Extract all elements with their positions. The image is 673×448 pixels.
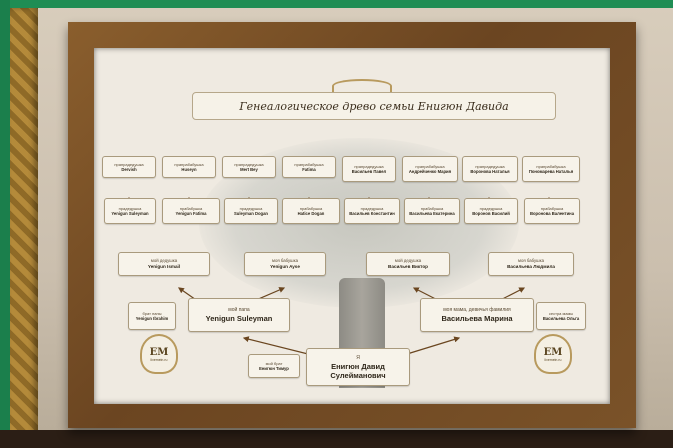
person-name: Fatima bbox=[302, 167, 316, 172]
relation-label: прапрабабушка bbox=[415, 164, 445, 169]
person-name: Андрейченко Мария bbox=[408, 169, 452, 174]
relation-label: прапрадедушка bbox=[354, 164, 384, 169]
gold-frame-edge bbox=[10, 8, 38, 448]
relation-label: мой дедушка bbox=[150, 258, 178, 263]
person-name: Васильева Екатерина bbox=[409, 211, 455, 216]
person-name: Dervish bbox=[121, 167, 137, 172]
ancestor-card: прапрадедушка Васильев Павел bbox=[342, 156, 396, 182]
mother-card: моя мама, девичья фамилия Васильева Мари… bbox=[420, 298, 534, 332]
person-name: Васильев Константин bbox=[349, 211, 395, 216]
ancestor-card: прапрадедушка Dervish bbox=[102, 156, 156, 178]
person-name: Васильев Виктор bbox=[388, 264, 428, 269]
relation-label: прапрадедушка bbox=[475, 164, 505, 169]
relation-label: прапрабабушка bbox=[536, 164, 566, 169]
person-name: Yenigun Fatima bbox=[175, 211, 207, 216]
person-name: Васильев Павел bbox=[351, 169, 387, 174]
family-tree-print: Генеалогическое древо семьи Енигюн Давид… bbox=[94, 48, 610, 404]
em-logo-emblem-right: ЕМ livemein.ru bbox=[534, 334, 572, 374]
relation-label: сестра мамы bbox=[548, 311, 574, 316]
person-name: Huseyn bbox=[181, 167, 197, 172]
page-title: Генеалогическое древо семьи Енигюн Давид… bbox=[239, 99, 509, 113]
person-name: Васильева Людмила bbox=[507, 264, 555, 269]
person-name: Yenigun Ismail bbox=[147, 264, 181, 269]
em-logo-emblem-left: ЕМ livemein.ru bbox=[140, 334, 178, 374]
title-ornament bbox=[332, 79, 392, 93]
ancestor-card: прапрабабушка Fatima bbox=[282, 156, 336, 178]
grandparent-card: моя бабушка Васильева Людмила bbox=[488, 252, 574, 276]
person-name: Suleyman Dogan bbox=[234, 211, 268, 216]
relation-label: прапрадедушка bbox=[234, 162, 264, 167]
ancestor-card: прабабушка Hatice Dogan bbox=[282, 198, 340, 224]
relation-label: моя бабушка bbox=[272, 258, 298, 263]
person-name: Mert Bey bbox=[240, 167, 258, 172]
relation-label: прадедушка bbox=[118, 206, 142, 211]
relation-label: мой брат bbox=[265, 361, 283, 366]
ancestor-card: прапрадедушка Воронова Наталья bbox=[462, 156, 518, 182]
self-card: Я Енигюн Давид Сулейманович bbox=[306, 348, 410, 386]
relation-label: моя мама, девичья фамилия bbox=[443, 307, 511, 313]
relation-label: прапрабабушка bbox=[174, 162, 204, 167]
brother-card: мой брат Енигюн Тимур bbox=[248, 354, 300, 378]
person-name: Hatice Dogan bbox=[297, 211, 325, 216]
ancestor-card: прадедушка Suleyman Dogan bbox=[224, 198, 278, 224]
shelf bbox=[0, 430, 673, 448]
person-name: Васильева Марина bbox=[441, 314, 513, 323]
person-name: Воронов Василий bbox=[472, 211, 510, 216]
uncle-card: брат папы Yenigun Ibrahim bbox=[128, 302, 176, 330]
ancestor-card: прапрадедушка Mert Bey bbox=[222, 156, 276, 178]
title-banner: Генеалогическое древо семьи Енигюн Давид… bbox=[192, 92, 556, 120]
relation-label: прабабушка bbox=[540, 206, 564, 211]
relation-label: Я bbox=[356, 354, 360, 361]
green-border-top bbox=[0, 0, 673, 8]
person-name: Енигюн Давид Сулейманович bbox=[330, 361, 386, 380]
wooden-picture-frame: Генеалогическое древо семьи Енигюн Давид… bbox=[68, 22, 636, 428]
person-name: Yenigun Ayse bbox=[270, 264, 300, 269]
ancestor-card: прапрабабушка Huseyn bbox=[162, 156, 216, 178]
person-name: Yenigun Suleyman bbox=[205, 314, 273, 323]
person-name: Пономарева Наталья bbox=[528, 169, 574, 174]
relation-label: прабабушка bbox=[299, 206, 323, 211]
ancestor-card: прадедушка Воронов Василий bbox=[464, 198, 518, 224]
father-card: мой папа Yenigun Suleyman bbox=[188, 298, 290, 332]
person-name: Енигюн Тимур bbox=[259, 366, 289, 371]
relation-label: мой дедушка bbox=[394, 258, 422, 263]
grandparent-card: моя бабушка Yenigun Ayse bbox=[244, 252, 326, 276]
person-name: Воронова Валентина bbox=[529, 211, 575, 216]
ancestor-card: прабабушка Yenigun Fatima bbox=[162, 198, 220, 224]
relation-label: прабабушка bbox=[179, 206, 203, 211]
ancestor-card: прадедушка Васильев Константин bbox=[344, 198, 400, 224]
ancestor-card: прадедушка Yenigun Suleyman bbox=[104, 198, 156, 224]
person-name: Васильева Ольга bbox=[542, 316, 580, 321]
green-border-left bbox=[0, 0, 10, 448]
emblem-letters: ЕМ bbox=[543, 346, 563, 358]
relation-label: прадедушка bbox=[479, 206, 503, 211]
person-name: Yenigun Suleyman bbox=[111, 211, 149, 216]
relation-label: моя бабушка bbox=[518, 258, 544, 263]
relation-label: прадедушка bbox=[239, 206, 263, 211]
aunt-card: сестра мамы Васильева Ольга bbox=[536, 302, 586, 330]
person-name: Воронова Наталья bbox=[470, 169, 510, 174]
grandparent-card: мой дедушка Yenigun Ismail bbox=[118, 252, 210, 276]
emblem-site: livemein.ru bbox=[544, 357, 562, 362]
ancestor-card: прабабушка Васильева Екатерина bbox=[404, 198, 460, 224]
grandparent-card: мой дедушка Васильев Виктор bbox=[366, 252, 450, 276]
ancestor-card: прапрабабушка Пономарева Наталья bbox=[522, 156, 580, 182]
person-name: Yenigun Ibrahim bbox=[135, 316, 169, 321]
relation-label: прабабушка bbox=[420, 206, 444, 211]
relation-label: прадедушка bbox=[360, 206, 384, 211]
ancestor-card: прапрабабушка Андрейченко Мария bbox=[402, 156, 458, 182]
relation-label: мой папа bbox=[228, 307, 250, 313]
emblem-site: livemein.ru bbox=[150, 357, 168, 362]
relation-label: прапрадедушка bbox=[114, 162, 144, 167]
emblem-letters: ЕМ bbox=[149, 346, 169, 358]
ancestor-card: прабабушка Воронова Валентина bbox=[524, 198, 580, 224]
relation-label: прапрабабушка bbox=[294, 162, 324, 167]
relation-label: брат папы bbox=[142, 311, 162, 316]
